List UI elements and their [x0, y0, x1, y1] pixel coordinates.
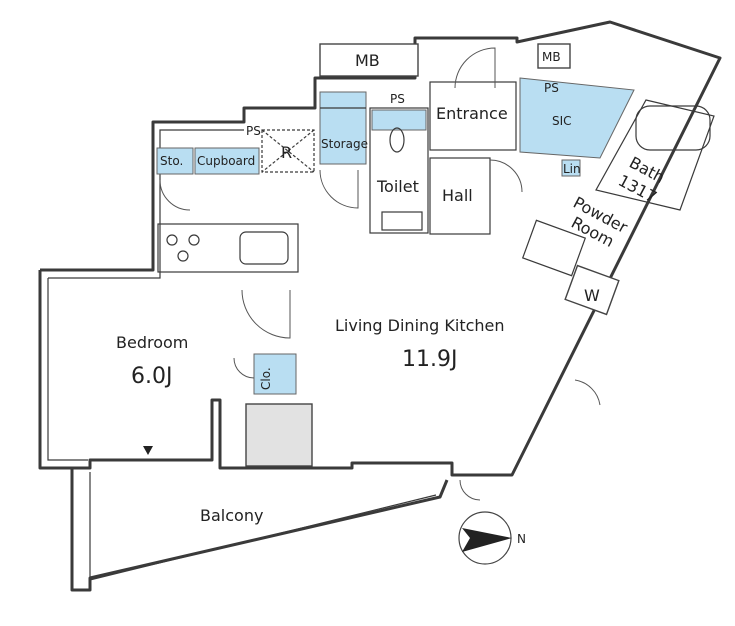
- entrance-room: [429, 81, 517, 151]
- toilet-label: Toilet: [376, 177, 419, 196]
- hall-label: Hall: [442, 186, 473, 205]
- lin-label: Lin: [563, 162, 581, 176]
- hall-room: [429, 157, 491, 235]
- closet-label: Clo.: [259, 367, 273, 390]
- bath-room: [595, 99, 715, 211]
- closet-box: [253, 353, 297, 395]
- washer-box: [564, 264, 620, 316]
- mb-right-label: MB: [542, 50, 561, 64]
- cupboard-label: Cupboard: [197, 154, 255, 168]
- compass-label: N: [517, 532, 526, 546]
- ps-label-1: PS: [390, 92, 405, 106]
- refrigerator-label: R: [281, 143, 292, 162]
- storage-room: [319, 91, 367, 165]
- upper-rooms: [156, 43, 635, 273]
- ldk-label: Living Dining Kitchen: [335, 316, 505, 335]
- mb-top-label: MB: [355, 51, 380, 70]
- entrance-label: Entrance: [436, 104, 508, 123]
- sic-room: [519, 77, 635, 159]
- balcony-label: Balcony: [200, 506, 263, 525]
- outer-walls: [38, 20, 722, 592]
- sink: [521, 219, 587, 277]
- sto-label: Sto.: [160, 154, 183, 168]
- ps-label-3: PS: [246, 124, 261, 138]
- ldk-size-label: 11.9J: [402, 347, 457, 372]
- pipe-column: [245, 403, 313, 467]
- mb-top-box: [319, 43, 419, 77]
- kitchen-counter: [157, 223, 299, 273]
- washer-label: W: [584, 286, 600, 305]
- window-marker-icon: [143, 446, 153, 455]
- sto-box: [156, 147, 194, 175]
- cupboard-box: [194, 147, 260, 175]
- toilet-room: [369, 107, 429, 234]
- storage-label: Storage: [321, 137, 368, 151]
- mb-right-box: [537, 43, 571, 69]
- north-arrow-icon: [458, 511, 512, 565]
- bedroom-size-label: 6.0J: [131, 364, 172, 389]
- ps-label-2: PS: [544, 81, 559, 95]
- wet-area: [521, 99, 715, 316]
- sic-label: SIC: [552, 114, 572, 128]
- bedroom-label: Bedroom: [116, 333, 188, 352]
- doors: [159, 47, 601, 501]
- refrigerator-space: [261, 129, 315, 173]
